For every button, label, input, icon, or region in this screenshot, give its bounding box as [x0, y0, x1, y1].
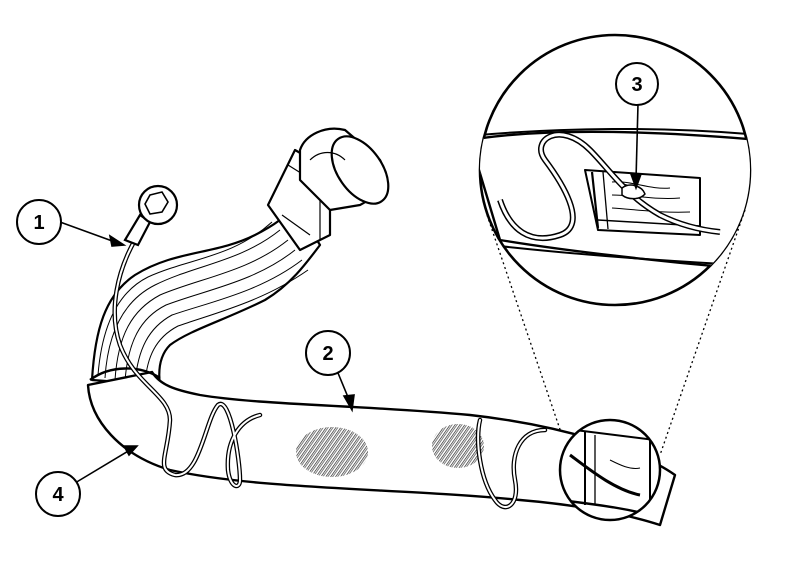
- callout-3: 3: [615, 62, 659, 106]
- callout-1: 1: [16, 199, 62, 245]
- ring-terminal: [123, 184, 179, 247]
- leader-lines: [59, 103, 643, 484]
- sleeve-markings: [296, 424, 484, 477]
- callout-4: 4: [35, 471, 81, 517]
- detail-circle-large: [478, 33, 752, 307]
- detail-circle-small: [558, 418, 662, 522]
- magnification-lines: [486, 209, 746, 456]
- callout-1-label: 1: [33, 212, 44, 234]
- callout-4-label: 4: [52, 484, 64, 506]
- callout-2-label: 2: [322, 343, 333, 365]
- ground-wire: [112, 237, 548, 510]
- callout-3-label: 3: [631, 74, 642, 96]
- wire-bundle-upper: [90, 127, 390, 387]
- callout-2: 2: [305, 330, 351, 376]
